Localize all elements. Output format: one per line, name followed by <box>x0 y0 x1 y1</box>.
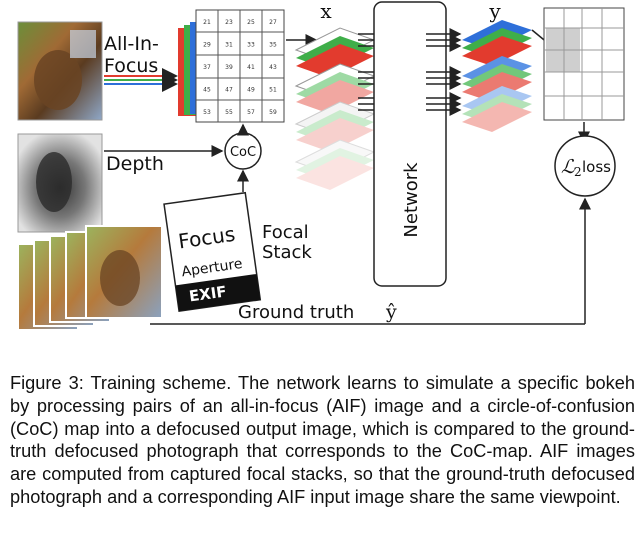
output-arrows <box>426 28 462 116</box>
y-hat-label: ŷ <box>385 301 397 323</box>
training-scheme-diagram: All-In- Focus 21 23 25 27 29 31 33 35 37 39 41 43 45… <box>17 0 625 331</box>
aif-label-line1: All-In- <box>104 33 159 55</box>
grid-value: 47 <box>225 87 233 94</box>
aif-grid-tile <box>195 9 285 123</box>
grid-values: 21 23 25 27 29 31 33 35 37 39 41 43 45 47 49 51 53 55 57 59 <box>203 19 277 116</box>
grid-value: 57 <box>247 109 255 116</box>
aif-image <box>17 21 103 121</box>
grid-value: 25 <box>247 19 255 26</box>
grid-value: 53 <box>203 109 211 116</box>
ground-truth-label: Ground truth <box>238 302 354 323</box>
grid-value: 35 <box>269 42 277 49</box>
loss-word: loss <box>582 158 611 176</box>
depth-label: Depth <box>106 153 164 175</box>
grid-value: 45 <box>203 87 211 94</box>
grid-value: 55 <box>225 109 233 116</box>
grid-value: 41 <box>247 64 255 71</box>
loss-subscript: 2 <box>574 165 582 179</box>
focal-stack-label-line2: Stack <box>262 242 312 263</box>
input-patches <box>294 27 376 190</box>
y-label: y <box>488 0 501 23</box>
grid-value: 49 <box>247 87 255 94</box>
focal-stack-label-line1: Focal <box>262 222 309 243</box>
aif-rgb-arrows <box>104 68 178 92</box>
output-grid <box>543 7 625 121</box>
coc-label: CoC <box>230 145 256 160</box>
network-label: Network <box>401 162 422 238</box>
grid-value: 21 <box>203 19 211 26</box>
network-box <box>373 1 447 287</box>
grid-value: 27 <box>269 19 277 26</box>
exif-tag-label: EXIF <box>188 282 228 305</box>
depth-image <box>17 133 103 233</box>
aif-label-line2: Focus <box>104 55 158 77</box>
grid-value: 59 <box>269 109 277 116</box>
loss-symbol: ℒ <box>561 156 576 178</box>
grid-value: 29 <box>203 42 211 49</box>
grid-value: 37 <box>203 64 211 71</box>
output-patches <box>462 20 532 132</box>
grid-value: 23 <box>225 19 233 26</box>
grid-value: 39 <box>225 64 233 71</box>
grid-value: 51 <box>269 87 277 94</box>
focal-stack-images <box>17 225 163 331</box>
x-label: x <box>320 0 332 23</box>
exif-card <box>163 191 262 312</box>
loss-node <box>554 135 616 197</box>
grid-value: 33 <box>247 42 255 49</box>
grid-value: 43 <box>269 64 277 71</box>
figure-caption: Figure 3: Training scheme. The network l… <box>10 373 635 507</box>
grid-value: 31 <box>225 42 233 49</box>
